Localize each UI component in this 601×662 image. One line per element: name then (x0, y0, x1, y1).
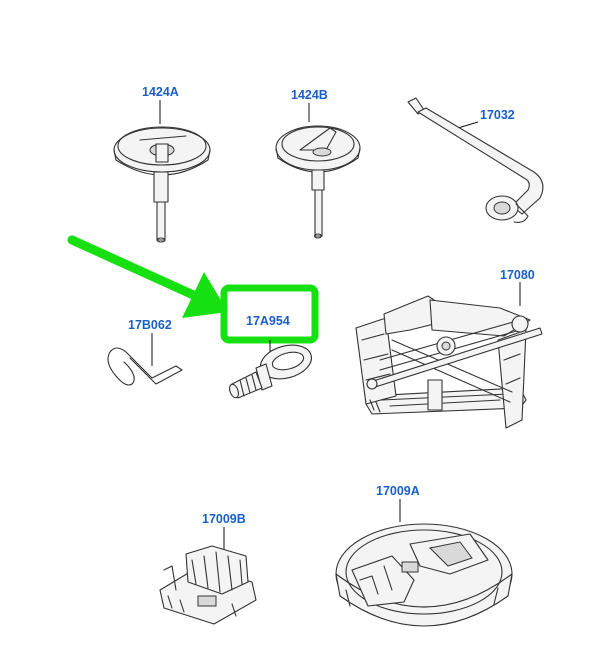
part-17B062[interactable]: 17B062 (107, 318, 183, 386)
part-1424A[interactable]: 1424A (113, 85, 211, 243)
highlight-arrow (67, 235, 228, 318)
part-17009B[interactable]: 17009B (159, 512, 257, 625)
leader-17032 (457, 121, 479, 129)
part-17A954[interactable]: 17A954 (220, 284, 319, 399)
part-17080[interactable]: 17080 (355, 268, 543, 429)
part-17009A[interactable]: 17009A (335, 484, 513, 627)
label-17009B: 17009B (202, 512, 246, 526)
label-17A954: 17A954 (246, 314, 290, 328)
label-17B062: 17B062 (128, 318, 172, 332)
part-1424B[interactable]: 1424B (275, 88, 361, 239)
label-1424A: 1424A (142, 85, 179, 99)
label-17009A: 17009A (376, 484, 420, 498)
label-17080: 17080 (500, 268, 535, 282)
label-1424B: 1424B (291, 88, 328, 102)
label-17032: 17032 (480, 108, 515, 122)
part-17032[interactable]: 17032 (407, 97, 544, 223)
